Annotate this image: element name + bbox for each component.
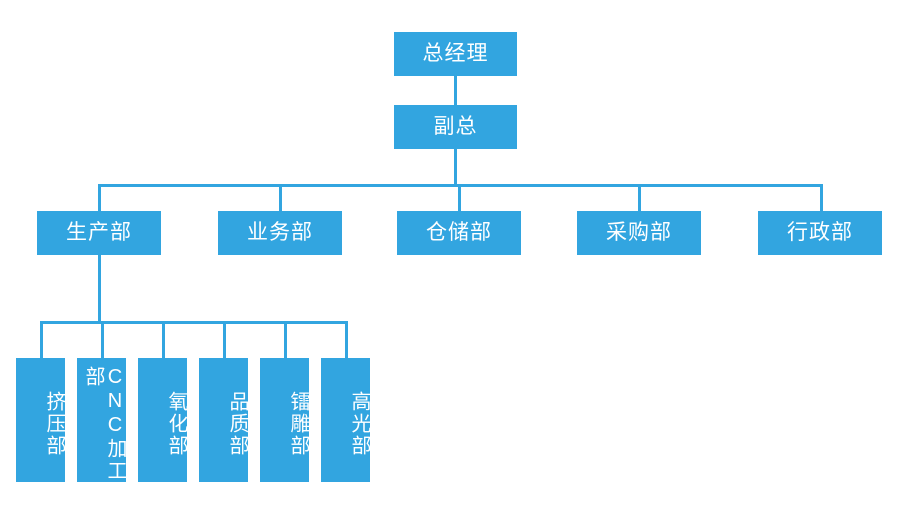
- node-administration-department[interactable]: 行政部: [758, 211, 882, 255]
- connector-deputy-drop: [454, 149, 457, 186]
- node-production-department[interactable]: 生产部: [37, 211, 161, 255]
- connector-bus-to-production: [98, 184, 101, 211]
- node-purchasing-department[interactable]: 采购部: [577, 211, 701, 255]
- connector-gm-to-deputy: [454, 76, 457, 105]
- connector-bus-to-purchasing: [638, 184, 641, 211]
- connector-bus-to-polishing: [345, 321, 348, 358]
- node-laser-engraving-department[interactable]: 镭雕部: [260, 358, 309, 482]
- connector-production-drop: [98, 255, 101, 324]
- node-quality-department[interactable]: 品质部: [199, 358, 248, 482]
- node-deputy-general-manager[interactable]: 副总: [394, 105, 517, 149]
- connector-bus-to-warehouse: [458, 184, 461, 211]
- node-cnc-machining-department[interactable]: CNC加工部: [77, 358, 126, 482]
- connector-bus-to-business: [279, 184, 282, 211]
- connector-bus-to-administration: [820, 184, 823, 211]
- connector-bus-to-quality: [223, 321, 226, 358]
- connector-bus-to-cnc: [101, 321, 104, 358]
- node-extrusion-department[interactable]: 挤压部: [16, 358, 65, 482]
- node-warehouse-department[interactable]: 仓储部: [397, 211, 521, 255]
- node-business-department[interactable]: 业务部: [218, 211, 342, 255]
- connector-bus-to-oxidation: [162, 321, 165, 358]
- connector-row4-bus: [40, 321, 347, 324]
- connector-bus-to-laser: [284, 321, 287, 358]
- connector-bus-to-extrusion: [40, 321, 43, 358]
- node-polishing-department[interactable]: 高光部: [321, 358, 370, 482]
- node-oxidation-department[interactable]: 氧化部: [138, 358, 187, 482]
- node-general-manager[interactable]: 总经理: [394, 32, 517, 76]
